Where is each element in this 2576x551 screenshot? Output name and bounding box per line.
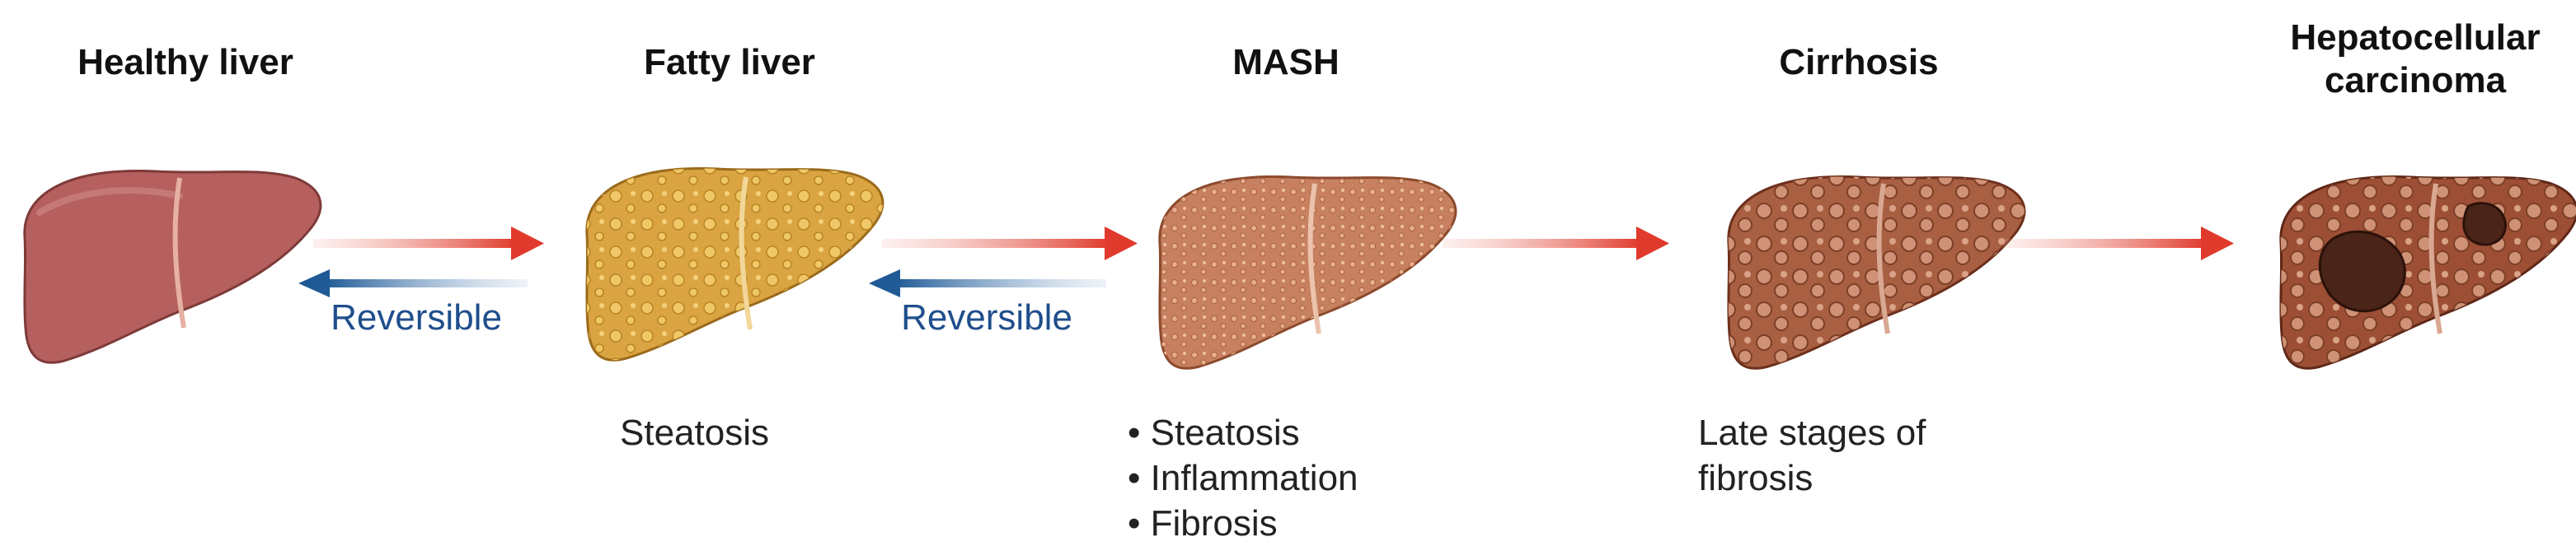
forward-arrow-fatty-to-mash [882,226,1138,260]
mash-bullet-3: • Fibrosis [1128,503,1278,544]
reversible-label-1: Reversible [331,297,502,338]
stage-title-healthy: Healthy liver [77,42,293,82]
mash-bullet-1: • Steatosis [1128,413,1300,453]
reverse-arrow-fatty-to-healthy [298,269,528,297]
reversible-label-2: Reversible [901,297,1072,338]
tumor-small [2462,202,2507,246]
stage-title-fatty: Fatty liver [644,42,815,82]
cirrhosis-description-line1: Late stages of [1698,413,1926,453]
forward-arrow-cirrhosis-to-hcc [2003,226,2234,260]
mash-bullet-2: • Inflammation [1128,458,1358,498]
mash-liver-illustration [1158,175,1457,370]
stage-title-mash: MASH [1232,42,1340,82]
stage-title-cirrhosis: Cirrhosis [1779,42,1938,82]
healthy-liver-illustration [23,169,322,364]
fatty-description: Steatosis [620,413,769,453]
forward-arrow-healthy-to-fatty [313,226,544,260]
cirrhosis-liver-illustration [1727,175,2026,370]
tumor-large [2318,230,2406,313]
stage-title-hcc-line2: carcinoma [2325,60,2507,100]
stage-title-hcc-line1: Hepatocellular [2290,17,2540,58]
cirrhosis-description-line2: fibrosis [1698,458,1813,498]
fatty-liver-illustration [585,166,884,362]
forward-arrow-mash-to-cirrhosis [1443,226,1669,260]
reverse-arrow-mash-to-fatty [869,269,1106,297]
hcc-liver-illustration [2279,175,2576,370]
